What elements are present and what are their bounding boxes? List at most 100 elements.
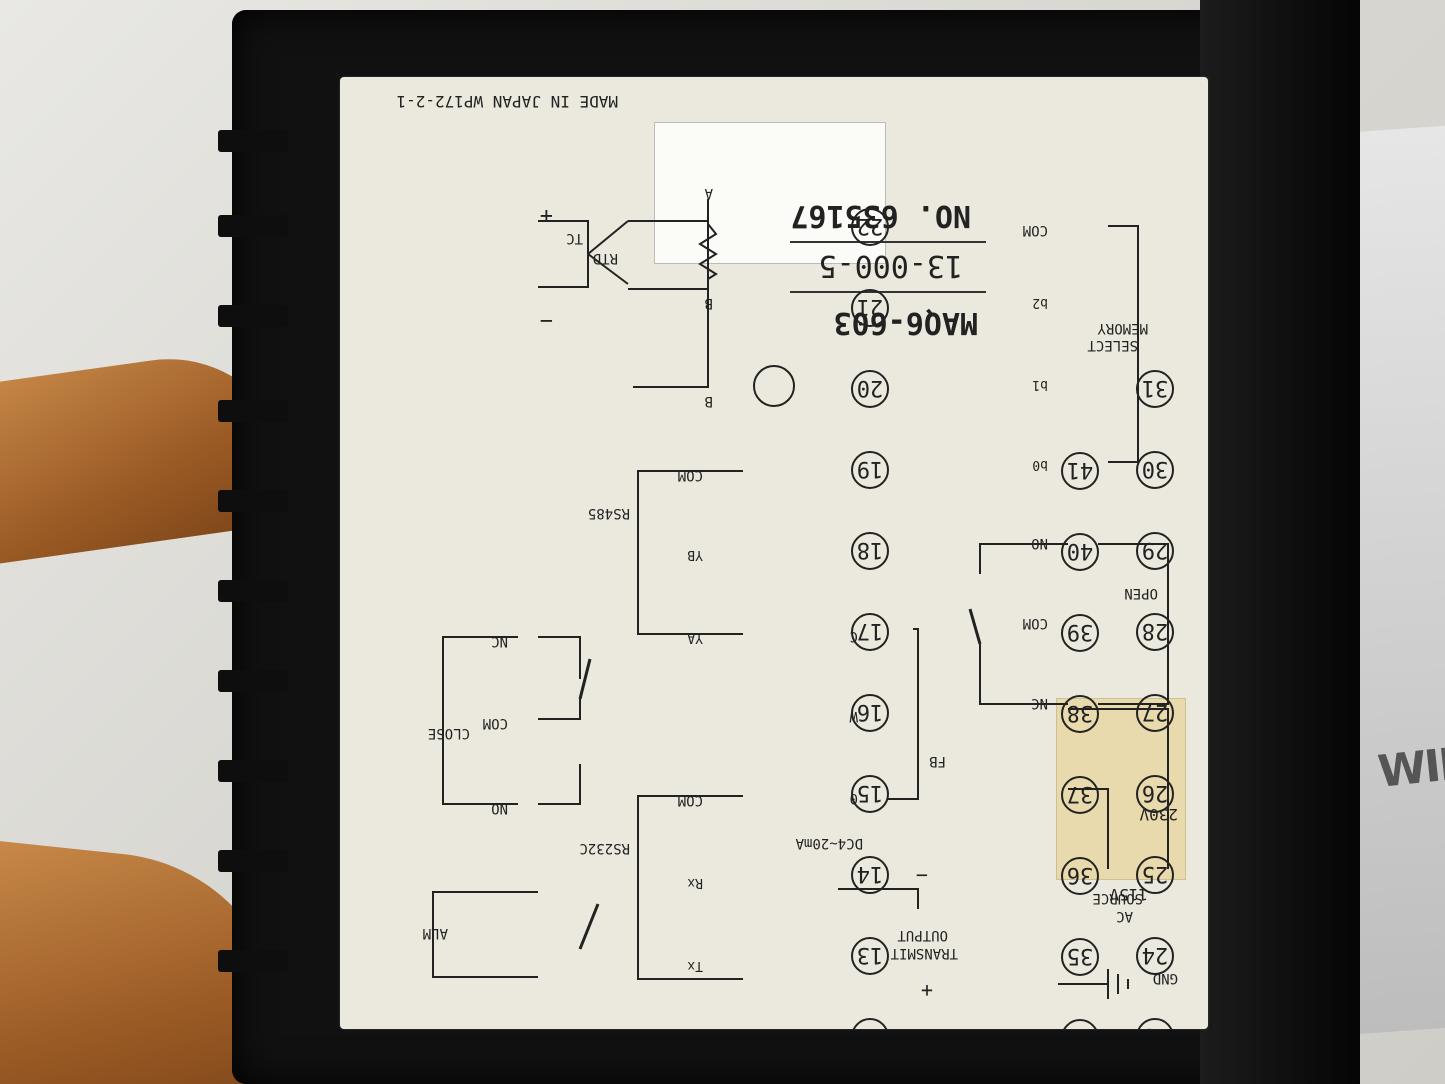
terminal-number: 16 xyxy=(857,699,884,724)
terminal-number: 17 xyxy=(857,618,884,643)
label-no-7: NO xyxy=(1031,535,1048,551)
label-transmit: TRANSMIT xyxy=(890,945,958,961)
panel-header: MADE IN JAPAN WP172-2-1 xyxy=(396,92,618,111)
terminal-number: 18 xyxy=(857,537,884,562)
label-b1: b1 xyxy=(1032,377,1048,392)
heat-fin xyxy=(218,950,288,972)
terminal-circle xyxy=(851,532,889,570)
terminal-number: 34 xyxy=(1067,1024,1094,1029)
label-tc: TC xyxy=(566,230,583,246)
unused-terminal xyxy=(753,365,795,407)
label-com-11: COM xyxy=(1023,222,1048,238)
label-nc-5: NC xyxy=(1031,695,1048,711)
model-label-box xyxy=(654,122,886,264)
terminal-circle xyxy=(851,775,889,813)
model-name: MAQ6-603 xyxy=(834,305,979,340)
terminal-number: 30 xyxy=(1142,456,1169,481)
terminal-number: 35 xyxy=(1067,943,1094,968)
terminal-number: 26 xyxy=(1142,780,1169,805)
terminal-circle xyxy=(851,937,889,975)
label-open: OPEN xyxy=(1124,585,1158,601)
terminal-circle xyxy=(851,289,889,327)
terminal-circle xyxy=(851,694,889,732)
terminal-number: 21 xyxy=(857,294,884,319)
label-select: SELECT xyxy=(1087,337,1138,353)
heat-fin xyxy=(218,305,288,327)
terminal-circle xyxy=(1061,452,1099,490)
label-close: CLOSE xyxy=(428,725,470,741)
label-rtd: RTD xyxy=(593,250,618,266)
terminal-circle xyxy=(1136,613,1174,651)
heat-fin xyxy=(218,580,288,602)
label-com-6: COM xyxy=(1023,615,1048,631)
terminal-number: 24 xyxy=(1142,942,1169,967)
terminal-circle xyxy=(851,613,889,651)
label-w: W xyxy=(849,708,858,724)
terminal-circle xyxy=(1061,938,1099,976)
label-a: A xyxy=(704,185,713,201)
part-code: 13-000-5 xyxy=(819,248,964,283)
terminal-circle xyxy=(1136,937,1174,975)
terminal-number: 40 xyxy=(1067,538,1094,563)
label-ac: AC xyxy=(1116,908,1133,924)
terminal-number: 36 xyxy=(1067,862,1094,887)
terminal-number: 15 xyxy=(857,780,884,805)
terminal-number: 20 xyxy=(857,375,884,400)
label-alm: ALM xyxy=(423,925,448,941)
terminal-circle xyxy=(1136,694,1174,732)
terminal-circle xyxy=(852,1018,888,1029)
terminal-circle xyxy=(1136,532,1174,570)
terminal-number: 27 xyxy=(1142,699,1169,724)
controller-case-side xyxy=(1200,0,1360,1084)
label-no-14: NO xyxy=(491,800,508,816)
label-c: C xyxy=(850,628,858,644)
heat-fin xyxy=(218,215,288,237)
label-rs485: RS485 xyxy=(588,505,630,521)
serial-number: NO. 635167 xyxy=(790,198,971,233)
sticker-230v: 230V xyxy=(1139,805,1178,824)
label-plus-out: + xyxy=(921,979,933,1003)
label-source: SOURCE xyxy=(1092,890,1143,906)
label-b-1: B xyxy=(705,295,713,311)
label-yb: YB xyxy=(687,547,703,562)
terminal-circle xyxy=(1061,776,1099,814)
label-tx: Tx xyxy=(687,958,703,973)
terminal-circle xyxy=(851,370,889,408)
terminal-column-input: 2221201918171615141312 xyxy=(851,208,889,1029)
heat-fin xyxy=(218,130,288,152)
heat-fin xyxy=(218,400,288,422)
label-b2: b2 xyxy=(1032,295,1048,310)
label-fb: FB xyxy=(929,753,946,769)
label-ya: YA xyxy=(687,630,703,645)
terminal-circle xyxy=(851,208,889,246)
wiring-diagram: MADE IN JAPAN WP172-2-1 NO. 635167 13-00… xyxy=(396,92,1178,1029)
label-b0: b0 xyxy=(1032,457,1048,472)
terminal-number: 37 xyxy=(1067,781,1094,806)
terminal-number: 39 xyxy=(1067,619,1094,644)
terminal-number: 14 xyxy=(857,861,884,886)
terminal-circle xyxy=(1061,695,1099,733)
label-minus-in: − xyxy=(540,308,553,333)
terminal-number: 22 xyxy=(857,213,884,238)
terminal-circle xyxy=(1136,856,1174,894)
heat-fin xyxy=(218,760,288,782)
label-memory: MEMORY xyxy=(1097,320,1148,336)
label-output: OUTPUT xyxy=(897,927,948,943)
paper-text-fragment: WID xyxy=(1375,737,1445,798)
label-rx: Rx xyxy=(687,875,703,890)
label-nc-16: NC xyxy=(491,633,508,649)
terminal-column-inner: 4140393837363534 xyxy=(1061,452,1099,1029)
label-plus-in: + xyxy=(540,203,553,228)
terminal-circle xyxy=(1061,857,1099,895)
terminal-number: 41 xyxy=(1067,457,1094,482)
label-com-40: COM xyxy=(678,467,703,483)
heat-fin xyxy=(218,670,288,692)
terminal-circle xyxy=(1061,533,1099,571)
terminal-number: 28 xyxy=(1142,618,1169,643)
terminal-number: 13 xyxy=(857,942,884,967)
terminal-number: 31 xyxy=(1142,375,1169,400)
terminal-circle xyxy=(851,451,889,489)
label-com-36: COM xyxy=(678,792,703,808)
label-zero: 0 xyxy=(850,790,858,806)
label-com-15: COM xyxy=(483,715,508,731)
